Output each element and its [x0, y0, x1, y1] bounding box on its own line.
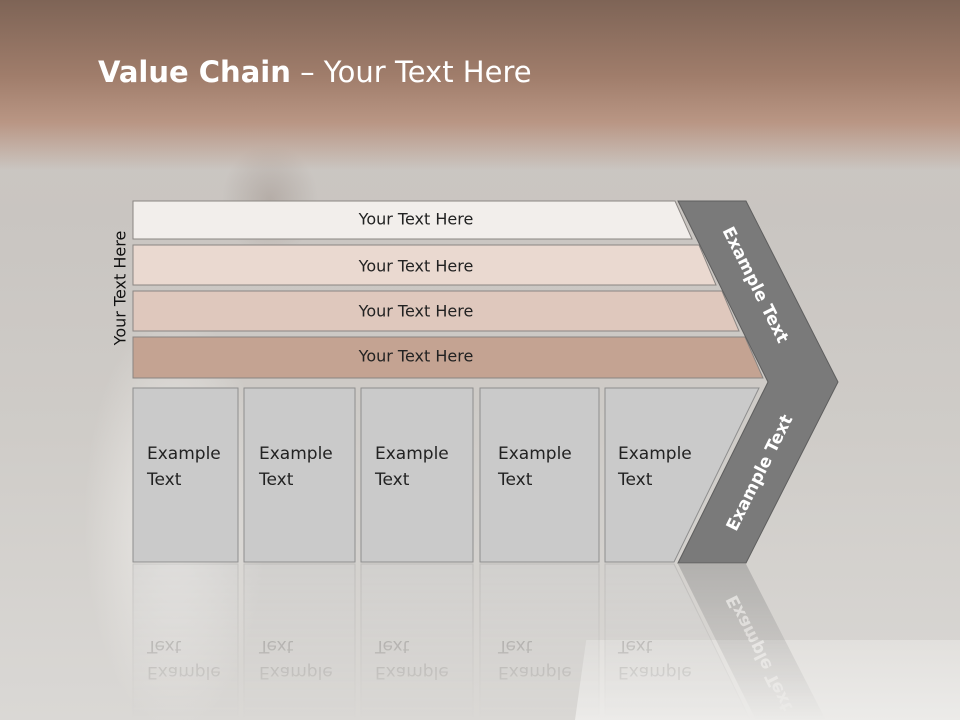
reflection-box-2 — [243, 563, 356, 720]
activity-box-2-shape — [243, 387, 356, 563]
bar-2: Your Text Here — [132, 244, 717, 286]
bar-4: Your Text Here — [132, 336, 764, 379]
activity-box-5-line1: Example — [618, 444, 692, 464]
reflection-box-1-line2: Text — [146, 636, 182, 656]
activity-box-4-line1: Example — [498, 444, 572, 464]
bar-3-label: Your Text Here — [358, 302, 474, 321]
margin-chevron-shape — [677, 200, 839, 564]
reflection-box-5 — [604, 563, 751, 720]
bar-3-shape — [132, 290, 740, 332]
activity-box-2: Example Text — [243, 387, 356, 563]
diagram-reflection: Example Text Example Text Example Text E… — [132, 563, 826, 720]
activity-box-1: Example Text — [132, 387, 239, 563]
slide-title: Value Chain – Your Text Here — [98, 55, 532, 89]
bar-4-label: Your Text Here — [358, 347, 474, 366]
activity-box-3: Example Text — [360, 387, 474, 563]
reflection-box-4-line2: Text — [497, 636, 533, 656]
bar-1: Your Text Here — [132, 200, 693, 240]
bar-2-label: Your Text Here — [358, 257, 474, 276]
activity-box-2-line1: Example — [259, 444, 333, 464]
bar-1-label: Your Text Here — [358, 210, 474, 229]
bar-2-shape — [132, 244, 717, 286]
reflection-box-5-line1: Example — [618, 662, 692, 682]
activity-box-2-line2: Text — [258, 470, 294, 490]
reflection-box-4 — [479, 563, 600, 720]
activity-box-5-line2: Text — [617, 470, 653, 490]
slide-title-rest: – Your Text Here — [290, 55, 532, 89]
reflection-box-1-line1: Example — [147, 662, 221, 682]
activity-box-1-shape — [132, 387, 239, 563]
reflection-chevron — [678, 564, 826, 720]
slide-title-bold: Value Chain — [98, 55, 291, 89]
activity-box-4-line2: Text — [497, 470, 533, 490]
bar-3: Your Text Here — [132, 290, 740, 332]
activity-box-4: Example Text — [479, 387, 600, 563]
title-band — [0, 0, 960, 170]
activity-box-1-line1: Example — [147, 444, 221, 464]
reflection-box-2-line1: Example — [259, 662, 333, 682]
reflection-box-1 — [132, 563, 239, 720]
activity-box-1-line2: Text — [146, 470, 182, 490]
reflection-box-2-line2: Text — [258, 636, 294, 656]
activity-box-5-shape — [604, 387, 760, 563]
bar-4-shape — [132, 336, 764, 379]
side-label: Your Text Here — [111, 231, 130, 347]
reflection-box-4-line1: Example — [498, 662, 572, 682]
reflection-box-3 — [360, 563, 474, 720]
activity-box-4-shape — [479, 387, 600, 563]
activity-box-3-shape — [360, 387, 474, 563]
activity-box-5: Example Text — [604, 387, 760, 563]
reflection-box-3-line2: Text — [374, 636, 410, 656]
reflection-box-5-line2: Text — [617, 636, 653, 656]
activity-box-3-line1: Example — [375, 444, 449, 464]
reflection-box-3-line1: Example — [375, 662, 449, 682]
activity-box-3-line2: Text — [374, 470, 410, 490]
bar-1-shape — [132, 200, 693, 240]
